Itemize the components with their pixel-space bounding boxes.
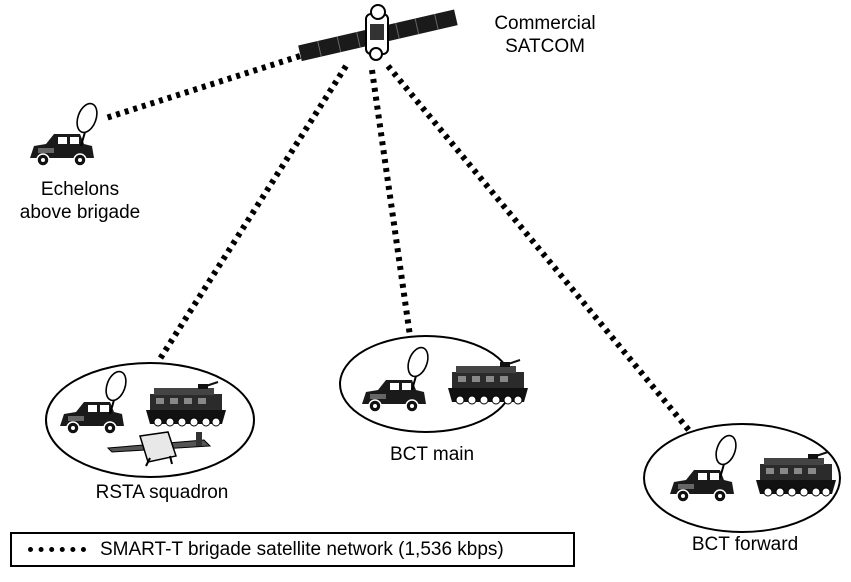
bct-forward-ellipse xyxy=(643,423,841,533)
bct-main-label: BCT main xyxy=(389,444,475,465)
uav-aircraft-icon xyxy=(106,431,212,467)
link-main xyxy=(369,69,413,337)
link-fwd xyxy=(385,64,695,436)
eab-label-line1: Echelons xyxy=(40,179,120,200)
legend-text: SMART-T brigade satellite network (1,536… xyxy=(100,538,504,560)
link-rsta xyxy=(155,64,349,364)
satellite-links xyxy=(105,53,695,436)
armored-vehicle-icon xyxy=(755,451,837,497)
satellite-label-line2: SATCOM xyxy=(505,36,585,57)
legend-dotted-line-swatch xyxy=(28,547,86,552)
rsta-node xyxy=(45,362,255,478)
satellite-label: Commercial SATCOM xyxy=(470,12,620,58)
rsta-label: RSTA squadron xyxy=(95,482,229,503)
eab-label: Echelons above brigade xyxy=(0,178,160,224)
eab-label-line2: above brigade xyxy=(19,202,141,223)
humvee-icon xyxy=(29,133,95,167)
eab-node xyxy=(29,99,102,167)
satellite-icon xyxy=(298,4,458,62)
armored-vehicle-icon xyxy=(447,359,529,405)
bct-main-node xyxy=(339,335,529,433)
legend: SMART-T brigade satellite network (1,536… xyxy=(10,532,575,567)
satellite-label-line1: Commercial xyxy=(494,13,596,34)
armored-vehicle-icon xyxy=(145,381,227,427)
link-eab xyxy=(105,53,301,121)
bct-forward-label: BCT forward xyxy=(691,534,799,555)
bct-forward-node xyxy=(643,423,841,533)
